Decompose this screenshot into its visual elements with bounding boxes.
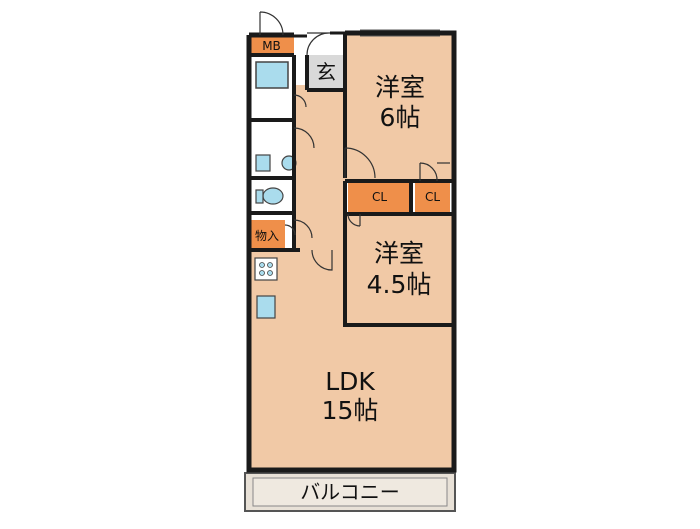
bedroom-6-size: 6帖	[379, 103, 421, 132]
bathtub-icon	[255, 61, 289, 89]
mb-label: MB	[262, 39, 281, 53]
hallway-floor	[294, 85, 345, 250]
closet-left-label: CL	[371, 190, 388, 204]
mb-box	[249, 36, 294, 56]
closet-left-box	[348, 183, 411, 212]
walls	[246, 30, 457, 473]
entrance-label: 玄	[316, 60, 336, 84]
ldk-floor	[249, 250, 454, 470]
bedroom-45-size: 4.5帖	[366, 270, 432, 299]
toilet-icon	[262, 187, 284, 205]
toilet-tank-icon	[255, 189, 264, 204]
ldk-name: LDK	[325, 367, 375, 396]
window-top	[360, 29, 440, 37]
door-swings	[259, 11, 450, 271]
bedroom-6-floor	[345, 33, 452, 181]
storage-label: 物入	[254, 229, 279, 243]
bedroom-45-floor	[347, 215, 452, 323]
bedroom-45-name: 洋室	[373, 239, 424, 268]
washbasin-icon	[255, 154, 271, 172]
bedroom-6-name: 洋室	[374, 73, 425, 102]
stove-icon	[254, 257, 278, 281]
storage-box	[249, 220, 285, 250]
sink-icon	[256, 295, 276, 319]
closet-right-box	[415, 183, 450, 212]
closet-right-label: CL	[424, 190, 441, 204]
balcony-label: バルコニー	[300, 480, 400, 504]
ldk-size: 15帖	[321, 396, 379, 425]
entrance-floor	[307, 55, 345, 90]
